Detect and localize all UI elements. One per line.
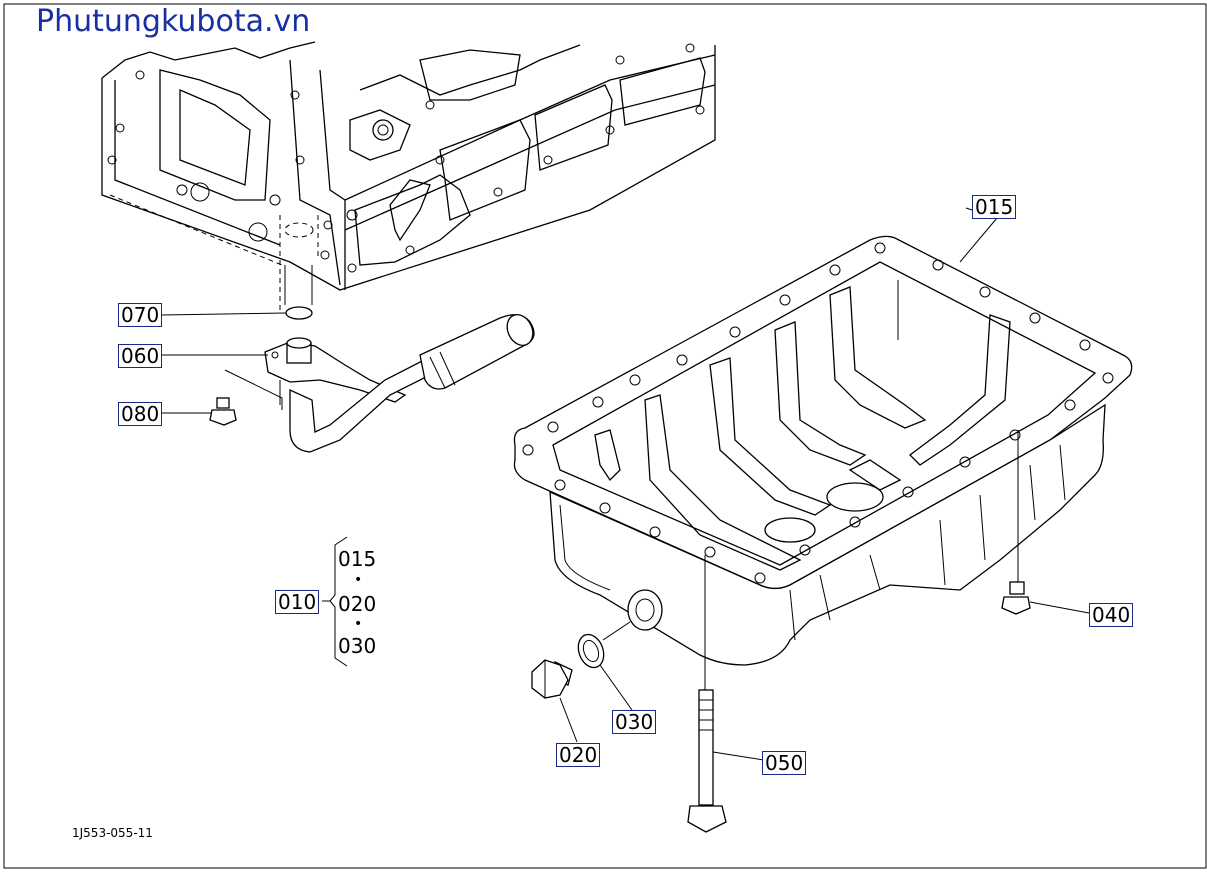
callout-060[interactable]: 060 [118,344,163,368]
engine-block-drawing [101,41,716,310]
callout-020[interactable]: 020 [556,743,601,767]
o-ring-070-drawing [284,265,313,320]
callout-040[interactable]: 040 [1089,603,1134,627]
watermark-text: Phutungkubota.vn [36,4,311,39]
callout-010[interactable]: 010 [275,590,320,614]
bolt-080-drawing [209,369,283,426]
kit-bracket [329,536,348,667]
callout-080[interactable]: 080 [118,402,163,426]
kit-separator-1: • [354,572,363,588]
oil-strainer-060-drawing [264,313,535,453]
figure-code: 1J553-055-11 [72,826,153,840]
bolt-040-drawing [1001,430,1031,615]
washer-030-drawing [577,621,631,669]
callout-050[interactable]: 050 [762,751,807,775]
bolt-050-drawing [687,555,727,833]
oil-pan-015-drawing [513,235,1133,666]
callout-030[interactable]: 030 [612,710,657,734]
kit-item-015: 015 [338,547,377,571]
kit-item-020: 020 [338,592,377,616]
callout-070[interactable]: 070 [118,303,163,327]
kit-item-030: 030 [338,634,377,658]
kit-separator-2: • [354,616,363,632]
leader-lines [161,207,1090,761]
diagram-border [3,3,1207,869]
drain-plug-020-drawing [531,659,573,699]
callout-015[interactable]: 015 [972,195,1017,219]
